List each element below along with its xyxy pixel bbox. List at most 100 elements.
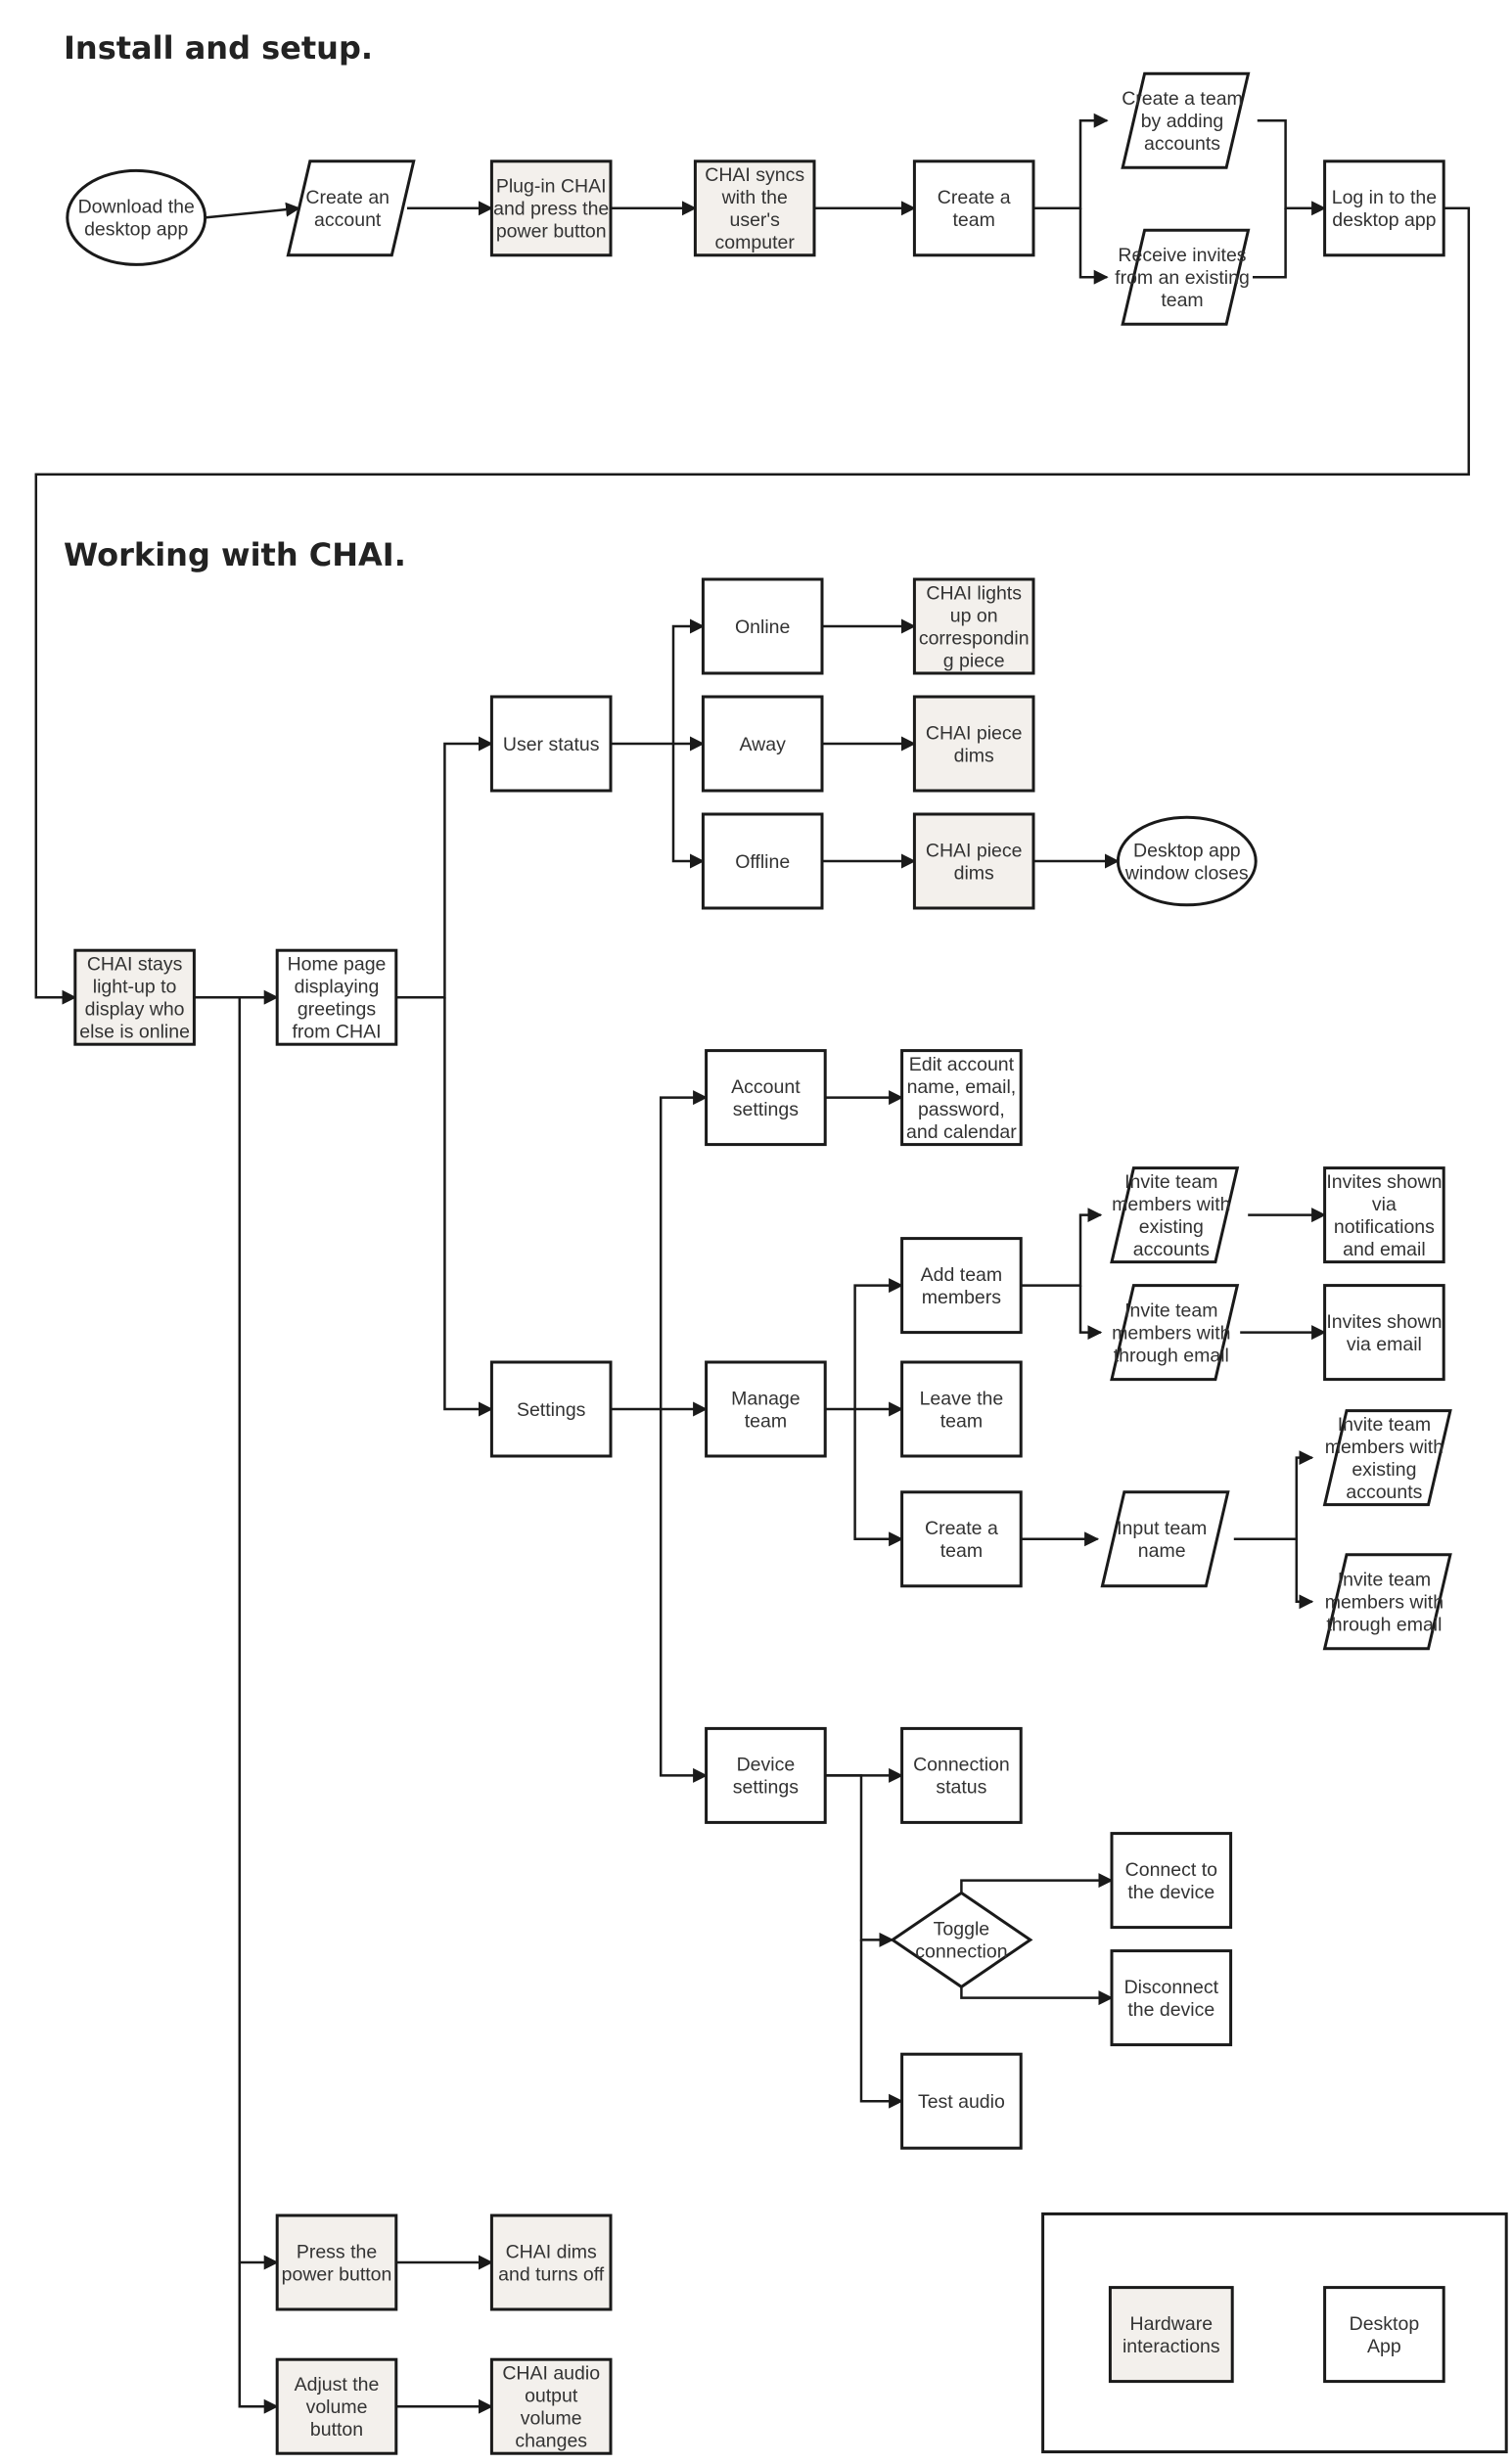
- edge-input-email: [1295, 1538, 1314, 1610]
- diamond-shape: [890, 1891, 1033, 1989]
- node-online: Online: [701, 577, 824, 675]
- rect-shape: [701, 695, 824, 793]
- rect-shape: [701, 812, 824, 910]
- edge-device-toggle: [826, 1774, 894, 1947]
- parallelogram-shape: [1322, 1553, 1452, 1651]
- ellipse-shape: [66, 168, 207, 266]
- edge-home-settings: [443, 997, 493, 1417]
- node-label: Online: [735, 616, 790, 638]
- rect-shape: [900, 1237, 1023, 1335]
- edge-team-receive: [1078, 207, 1109, 285]
- rect-shape: [912, 812, 1035, 910]
- rect-shape: [489, 2213, 613, 2311]
- rect-shape: [1110, 1949, 1233, 2047]
- node-settings: Settings: [489, 1360, 613, 1458]
- rect-shape: [73, 948, 196, 1046]
- rect-shape: [912, 577, 1035, 675]
- node-label: User status: [503, 734, 600, 755]
- edge-adding-login: [1257, 118, 1327, 216]
- edge-receive-login: [1253, 207, 1287, 279]
- rect-shape: [900, 1490, 1023, 1588]
- rect-shape: [693, 160, 816, 257]
- install-setup-title: Install and setup.: [64, 29, 374, 67]
- parallelogram-shape: [1110, 1166, 1240, 1264]
- parallelogram-shape: [1100, 1490, 1230, 1588]
- rect-shape: [489, 2357, 613, 2455]
- rect-shape: [489, 160, 613, 257]
- rect-shape: [705, 1049, 827, 1147]
- rect-shape: [489, 1360, 613, 1458]
- rect-shape: [912, 695, 1035, 793]
- legend-hardware-swatch: [1108, 2286, 1234, 2384]
- edge-add-email: [1078, 1285, 1103, 1341]
- node-label: Away: [740, 734, 787, 755]
- edge-stays-volume: [238, 2262, 279, 2414]
- node-offline: Offline: [701, 812, 824, 910]
- node-label: Settings: [517, 1399, 586, 1421]
- edge-manage-add: [825, 1278, 904, 1411]
- edge-input-existing: [1233, 1450, 1314, 1541]
- rect-shape: [1110, 1832, 1233, 1930]
- rect-shape: [275, 2213, 398, 2311]
- edge-add-existing: [1021, 1208, 1103, 1287]
- edge-toggle-disconnect: [960, 1986, 1114, 2006]
- edge-home-status: [395, 736, 493, 999]
- edge-status-online: [611, 618, 705, 746]
- edge-stays-power: [238, 997, 279, 2270]
- rect-shape: [489, 695, 613, 793]
- ellipse-shape: [1116, 815, 1258, 907]
- rect-shape: [1323, 1284, 1445, 1382]
- rect-shape: [900, 1726, 1023, 1824]
- node-label: Offline: [735, 851, 790, 873]
- edge-settings-device: [659, 1409, 709, 1783]
- parallelogram-shape: [1121, 71, 1251, 169]
